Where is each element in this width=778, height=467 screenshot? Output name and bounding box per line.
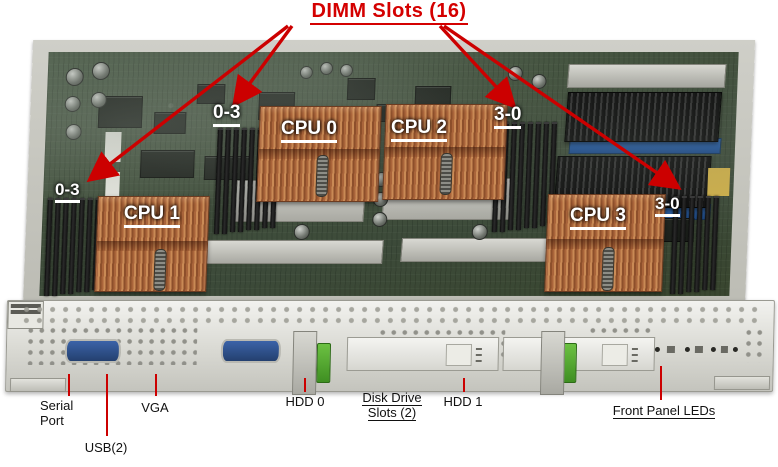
serial-port-connector [64,339,122,363]
figure-title-text: DIMM Slots (16) [309,0,469,25]
caption-front-panel-leds: Front Panel LEDs [604,403,724,419]
leader-usb [106,374,108,436]
bezel-right-foot [713,376,771,390]
leader-hdd1 [463,378,465,392]
label-cpu-2: CPU 2 [391,117,447,142]
caption-hdd0: HDD 0 [285,394,325,409]
label-cpu-3: CPU 3 [570,205,626,230]
label-dimm-bank-right-outer: 3-0 [655,194,680,217]
caption-disk-drive-slots: Disk Drive Slots (2) [349,390,435,421]
hdd1-bay [502,337,656,371]
label-cpu-0: CPU 0 [281,118,337,143]
leader-front-panel-leds [660,366,662,400]
bezel-left-foot [9,378,67,392]
bezel-upper-vent-strip [19,304,763,326]
leader-vga [155,374,157,396]
leader-serial-port [68,374,70,396]
label-dimm-bank-left-inner: 0-3 [213,102,241,127]
label-dimm-bank-left-outer: 0-3 [55,180,80,203]
left-ejector-handle[interactable] [316,343,332,383]
caption-serial-port-line2: Port [40,413,64,428]
leader-hdd0 [304,378,306,392]
right-handle-latch [539,331,566,395]
hdd0-bay [346,337,500,371]
caption-hdd1: HDD 1 [443,394,483,409]
caption-vga: VGA [141,400,169,415]
label-cpu-1: CPU 1 [124,203,180,228]
figure-title: DIMM Slots (16) [0,0,778,25]
caption-serial-port-line1: Serial [40,398,74,413]
vga-port-connector [220,339,282,363]
caption-usb: USB(2) [84,440,128,455]
caption-serial-port: Serial Port [40,398,100,428]
caption-front-panel-leds-text: Front Panel LEDs [612,403,716,419]
label-dimm-bank-right-inner: 3-0 [494,104,522,129]
caption-disk-drive-slots-line2: Slots (2) [367,405,417,421]
caption-disk-drive-slots-line1: Disk Drive [362,390,422,406]
